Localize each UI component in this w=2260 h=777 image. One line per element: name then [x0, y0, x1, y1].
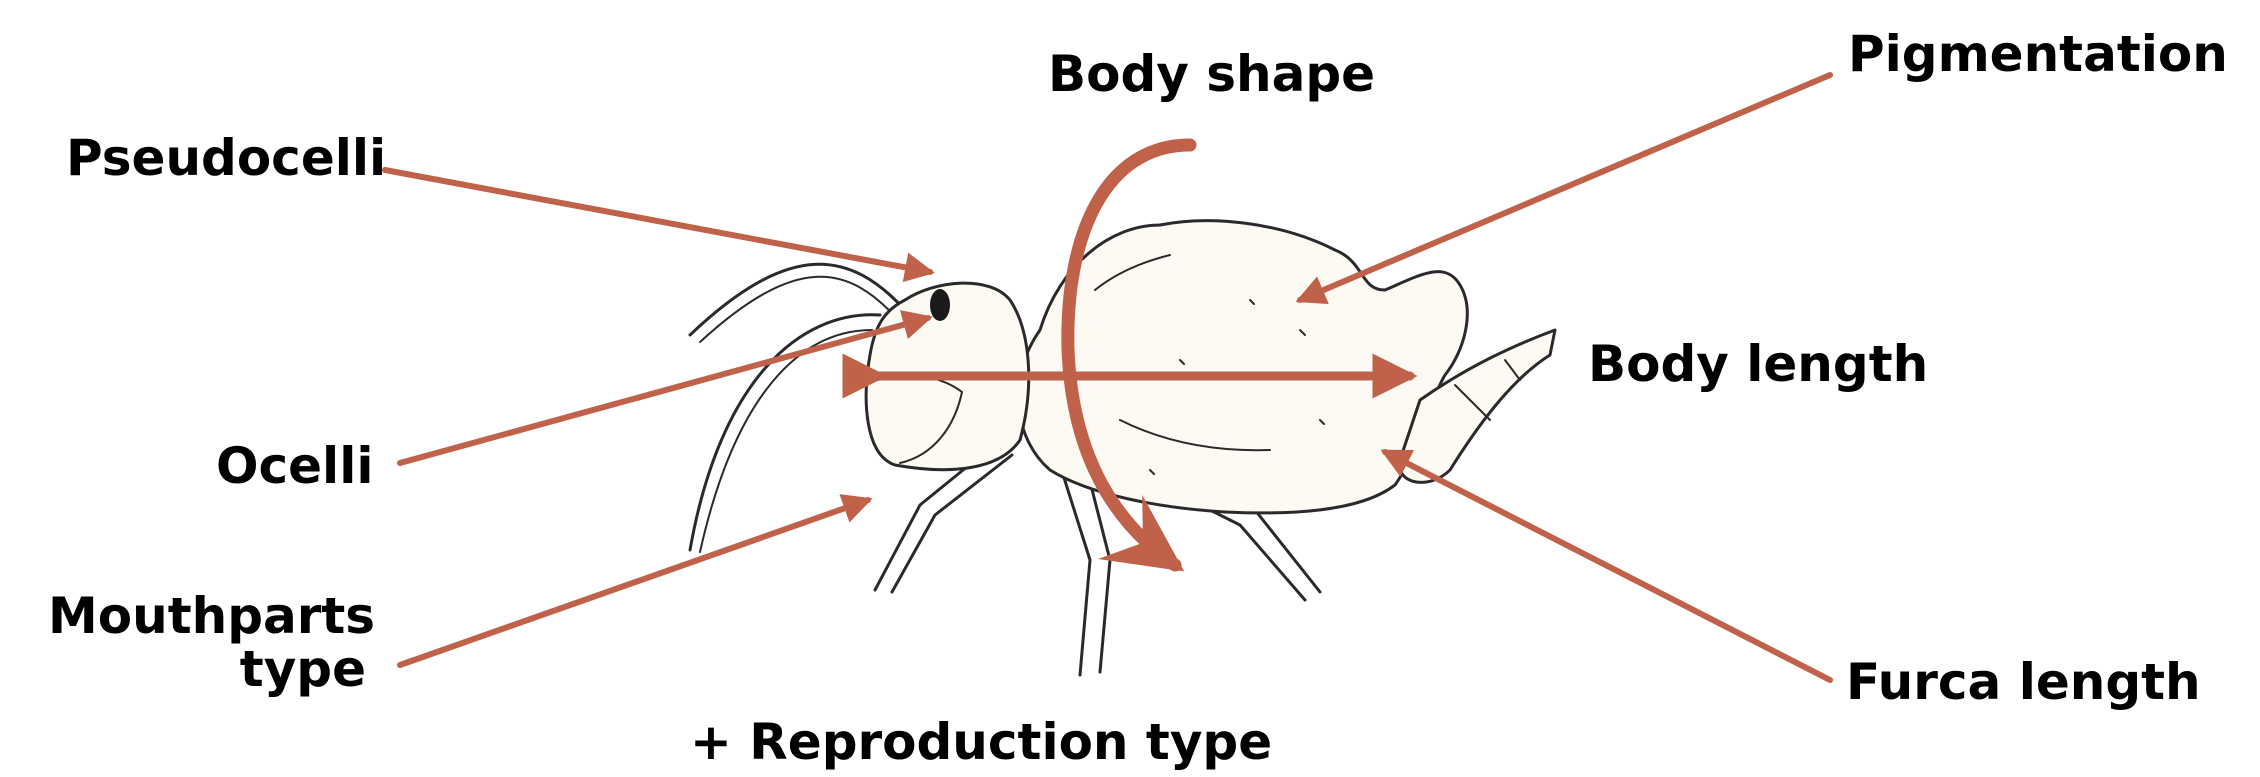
label-ocelli: Ocelli — [216, 440, 373, 493]
ocellus-spot — [930, 289, 950, 321]
label-body-shape: Body shape — [1048, 48, 1375, 101]
label-mouthparts-type: Mouthparts type — [48, 590, 366, 695]
antenna-lower-inner — [700, 330, 872, 552]
arrow-mouthparts — [400, 500, 868, 665]
label-reproduction-type: + Reproduction type — [690, 716, 1272, 769]
label-pseudocelli: Pseudocelli — [66, 132, 386, 185]
antenna-upper — [690, 264, 905, 335]
label-mouthparts-line2: type — [48, 643, 366, 696]
arrow-pigmentation — [1300, 75, 1830, 300]
arrow-furca-length — [1385, 452, 1830, 680]
label-mouthparts-line1: Mouthparts — [48, 590, 366, 643]
arrow-pseudocelli — [385, 170, 930, 272]
antenna-lower — [690, 315, 880, 550]
label-body-length: Body length — [1588, 338, 1928, 391]
insect-drawing — [690, 221, 1555, 675]
arrow-ocelli — [400, 318, 928, 463]
label-furca-length: Furca length — [1846, 656, 2201, 709]
label-pigmentation: Pigmentation — [1848, 28, 2228, 81]
